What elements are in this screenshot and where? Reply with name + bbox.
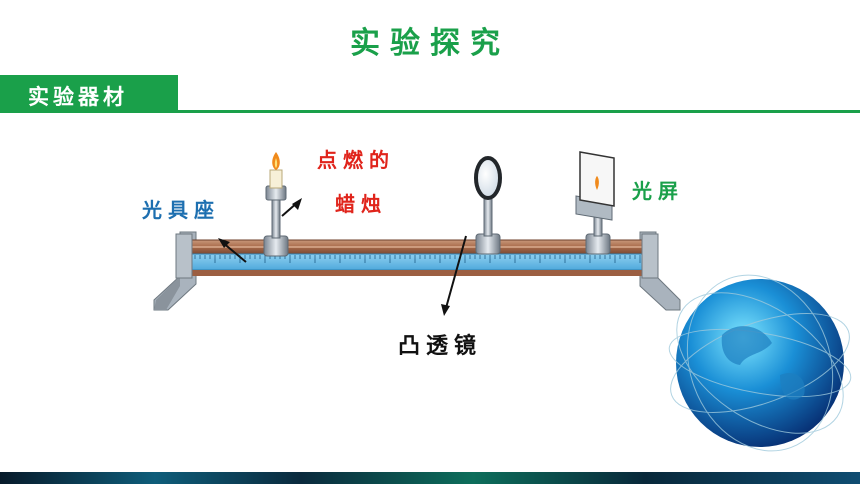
section-header: 实验器材 [0, 75, 178, 113]
pointer-arrows [218, 198, 467, 316]
page-title: 实验探究 [350, 26, 510, 61]
label-lit-candle-line1: 点燃的 [317, 148, 395, 172]
section-header-label: 实验器材 [28, 85, 128, 109]
label-convex-lens: 凸透镜 [398, 334, 483, 359]
label-lit-candle-line2: 蜡烛 [335, 192, 387, 216]
bench-left-cap [175, 233, 193, 279]
footer-bar [0, 472, 860, 484]
section-underline [178, 110, 860, 113]
label-light-screen: 光屏 [632, 179, 684, 203]
candle [263, 152, 289, 257]
label-optical-bench: 光具座 [142, 198, 220, 222]
bench-right-cap [641, 233, 659, 279]
globe-decoration [668, 274, 852, 452]
light-screen [575, 151, 615, 255]
convex-lens [474, 156, 502, 255]
